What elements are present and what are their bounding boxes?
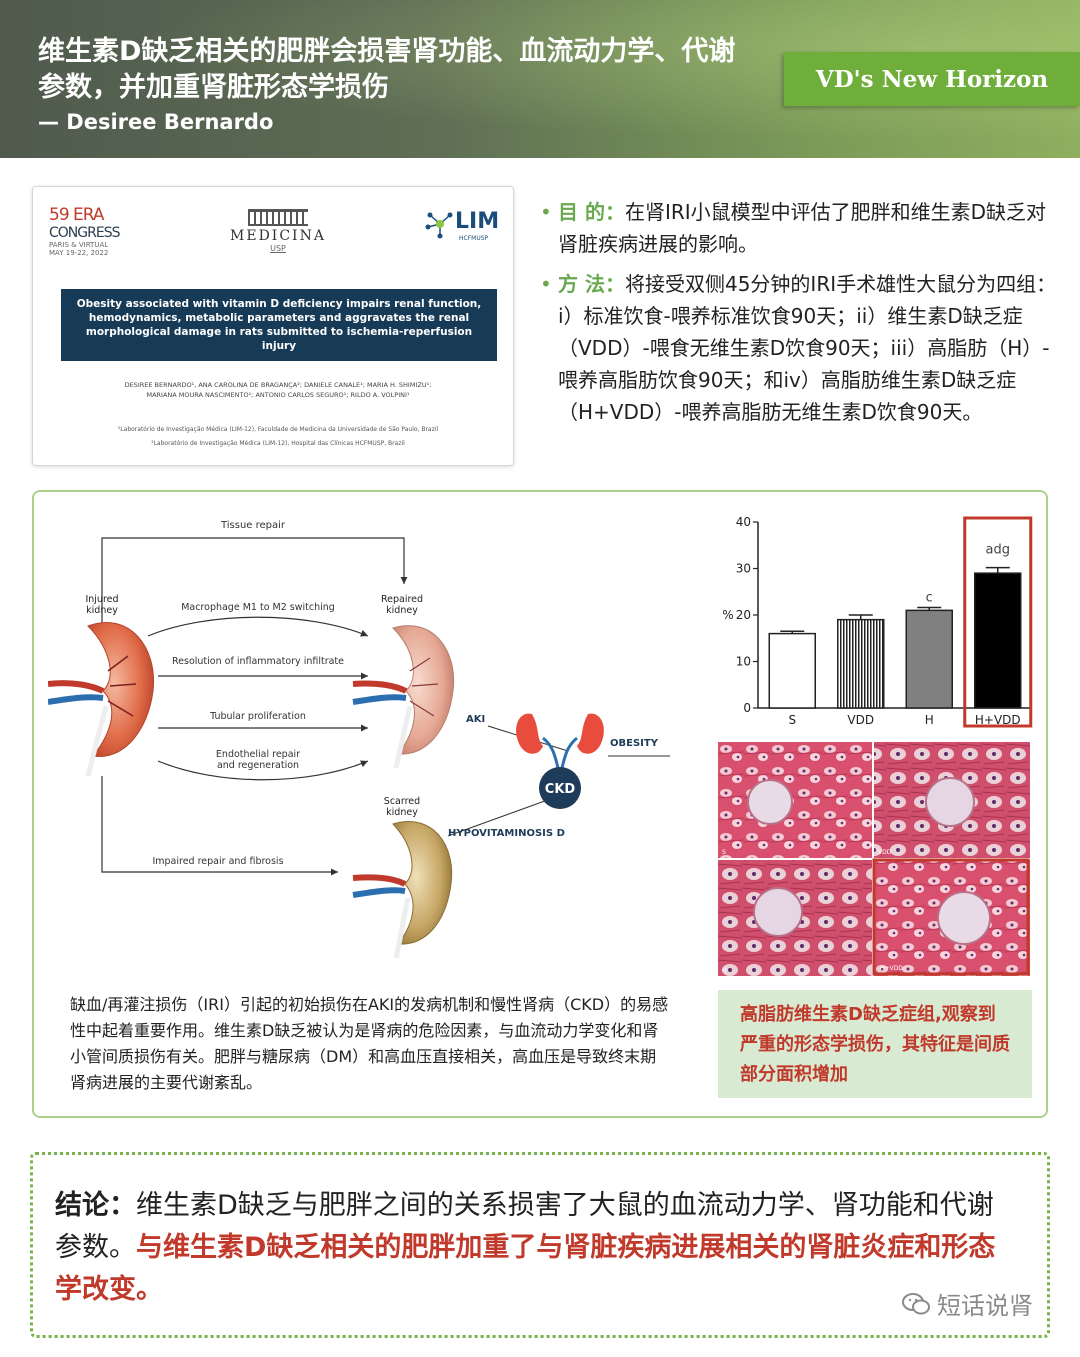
conclusion-text: 结论：维生素D缺乏与肥胖之间的关系损害了大鼠的血流动力学、肾功能和代谢参数。与维…	[55, 1185, 1015, 1311]
conclusion-box: 结论：维生素D缺乏与肥胖之间的关系损害了大鼠的血流动力学、肾功能和代谢参数。与维…	[30, 1152, 1050, 1338]
header-banner: 维生素D缺乏相关的肥胖会损害肾功能、血流动力学、代谢参数，并加重肾脏形态学损伤 …	[0, 0, 1080, 158]
medicina-logo: MEDICINA USP	[223, 209, 333, 253]
objective-text: 在肾IRI小鼠模型中评估了肥胖和维生素D缺乏对肾脏疾病进展的影响。	[558, 200, 1047, 256]
tissue-repair-label: Tissue repair	[220, 520, 286, 531]
lim-logo-text: LIM	[455, 209, 500, 234]
step-macrophage-label: Macrophage M1 to M2 switching	[181, 602, 335, 613]
glomerulus	[937, 891, 991, 945]
obesity-label: OBESITY	[610, 738, 659, 749]
injured-label-2: kidney	[86, 605, 118, 616]
x-tick-label: H	[925, 713, 934, 727]
era-logo-text: 59 ERA	[49, 205, 105, 225]
conclusion-label: 结论：	[55, 1190, 136, 1221]
injured-label: Injured	[85, 594, 118, 605]
histo-label-vdd: VDD	[878, 849, 892, 856]
glomerulus	[925, 777, 975, 827]
era-congress-logo: 59 ERA CONGRESS PARIS & VIRTUAL MAY 19-2…	[49, 205, 129, 257]
brand-badge: VD's New Horizon	[784, 52, 1080, 106]
paper-title: Obesity associated with vitamin D defici…	[61, 289, 497, 361]
y-tick-label: 30	[736, 562, 751, 576]
method-bullet: •方 法：将接受双侧45分钟的IRI手术雄性大鼠分为四组：i）标准饮食-喂养标准…	[538, 268, 1058, 428]
objective-bullet: •目 的：在肾IRI小鼠模型中评估了肥胖和维生素D缺乏对肾脏疾病进展的影响。	[538, 196, 1058, 260]
scarred-label-2: kidney	[386, 807, 418, 818]
x-tick-label: S	[788, 713, 796, 727]
injured-kidney-illustration	[48, 621, 155, 777]
objective-method-list: •目 的：在肾IRI小鼠模型中评估了肥胖和维生素D缺乏对肾脏疾病进展的影响。 •…	[538, 196, 1058, 436]
conclusion-body: 维生素D缺乏与肥胖之间的关系损害了大鼠的血流动力学、肾功能和代谢参数。	[55, 1190, 994, 1263]
lim-logo-sub: HCFMUSP	[459, 235, 489, 242]
scarred-label: Scarred	[384, 796, 420, 807]
findings-panel: Tissue repair Injured kidney Repaired ki…	[32, 490, 1048, 1118]
affiliation-2: ²Laboratório de Investigação Médica (LIM…	[151, 440, 405, 447]
molecule-icon	[425, 212, 453, 239]
x-tick-label: VDD	[847, 713, 874, 727]
highlight-box	[963, 516, 1033, 728]
objective-label: 目 的：	[558, 200, 625, 224]
scarred-kidney-illustration	[352, 821, 453, 959]
watermark-text: 短话说肾	[937, 1292, 1033, 1320]
step-inflammation-label: Resolution of inflammatory infiltrate	[172, 656, 344, 667]
era-logo-line2: CONGRESS	[49, 225, 120, 241]
y-tick-label: 10	[736, 655, 751, 669]
glomerulus	[753, 887, 803, 937]
bar-s	[768, 632, 816, 709]
watermark: 短话说肾	[901, 1286, 1033, 1321]
y-tick-label: 40	[736, 515, 751, 529]
lim-logo: LIM HCFMUSP	[425, 209, 505, 242]
significance-label: c	[926, 591, 933, 606]
finding-box: 高脂肪维生素D缺乏症组,观察到严重的形态学损伤，其特征是间质部分面积增加	[718, 990, 1032, 1098]
method-text: 将接受双侧45分钟的IRI手术雄性大鼠分为四组：i）标准饮食-喂养标准饮食90天…	[558, 272, 1057, 424]
repaired-kidney-illustration	[352, 625, 455, 769]
y-tick-label: 0	[743, 701, 751, 715]
page-title: 维生素D缺乏相关的肥胖会损害肾功能、血流动力学、代谢参数，并加重肾脏形态学损伤	[38, 36, 736, 103]
conclusion-highlight: 与维生素D缺乏相关的肥胖加重了与肾脏疾病进展相关的肾脏炎症和形态学改变。	[55, 1232, 996, 1305]
authors-line-1: DESIREE BERNARDO¹, ANA CAROLINA DE BRAGA…	[124, 381, 432, 389]
repaired-label-2: kidney	[386, 605, 418, 616]
bar-vdd	[837, 618, 885, 709]
affiliation-1: ¹Laboratório de Investigação Médica (LIM…	[117, 426, 439, 433]
highlight-frame	[872, 858, 1030, 976]
author-line: — Desiree Bernardo	[38, 110, 274, 134]
glomerulus	[747, 779, 793, 825]
repaired-label: Repaired	[381, 594, 423, 605]
paper-affiliations: ¹Laboratório de Investigação Médica (LIM…	[63, 423, 493, 451]
bullet-dot: •	[540, 200, 552, 224]
kidneys-icon	[516, 713, 604, 769]
era-logo-small: PARIS & VIRTUAL	[49, 241, 109, 249]
ckd-label: CKD	[545, 782, 576, 797]
chart-bars: S VDD HcH+VDD adg	[768, 516, 1033, 728]
wechat-icon	[902, 1292, 930, 1314]
y-tick-label: 20	[736, 608, 751, 622]
x-tick-label: H+VDD	[975, 713, 1021, 727]
bar-h-vdd	[974, 572, 1022, 709]
impaired-repair-label: Impaired repair and fibrosis	[152, 856, 283, 867]
bar-h	[905, 609, 953, 709]
histology-grid: S VDD H H+VDD	[718, 742, 1030, 976]
histology-s	[718, 742, 872, 858]
step-endothelial-label: Endothelial repair	[216, 749, 300, 760]
method-label: 方 法：	[558, 272, 625, 296]
medicina-logo-text: MEDICINA	[230, 228, 326, 244]
paper-authors: DESIREE BERNARDO¹, ANA CAROLINA DE BRAGA…	[63, 380, 493, 400]
background-paragraph: 缺血/再灌注损伤（IRI）引起的初始损伤在AKI的发病机制和慢性肾病（CKD）的…	[70, 995, 669, 1092]
paper-card: 59 ERA CONGRESS PARIS & VIRTUAL MAY 19-2…	[32, 186, 514, 466]
authors-line-2: MARIANA MOURA NASCIMENTO¹; ANTONIO CARLO…	[146, 391, 410, 399]
aki-label: AKI	[466, 714, 485, 725]
medicina-logo-sub: USP	[270, 244, 286, 253]
bullet-dot: •	[540, 272, 552, 296]
building-icon	[248, 209, 308, 226]
ckd-circle	[539, 767, 581, 809]
step-tubular-label: Tubular proliferation	[209, 711, 306, 722]
y-axis-label: %	[722, 608, 733, 622]
era-logo-date: MAY 19-22, 2022	[49, 249, 109, 257]
significance-label: adg	[986, 543, 1010, 558]
hypovitaminosis-label: HYPOVITAMINOSIS D	[448, 828, 565, 839]
histo-label-h: H	[722, 967, 727, 974]
histo-label-h-vdd: H+VDD	[880, 965, 903, 972]
step-endothelial-label-2: and regeneration	[217, 760, 299, 771]
bar-chart: 0 10 20 30 40% S VDD HcH+VDD adg	[722, 515, 1033, 728]
kidney-repair-diagram: Tissue repair Injured kidney Repaired ki…	[48, 520, 670, 959]
histo-label-s: S	[722, 849, 726, 856]
